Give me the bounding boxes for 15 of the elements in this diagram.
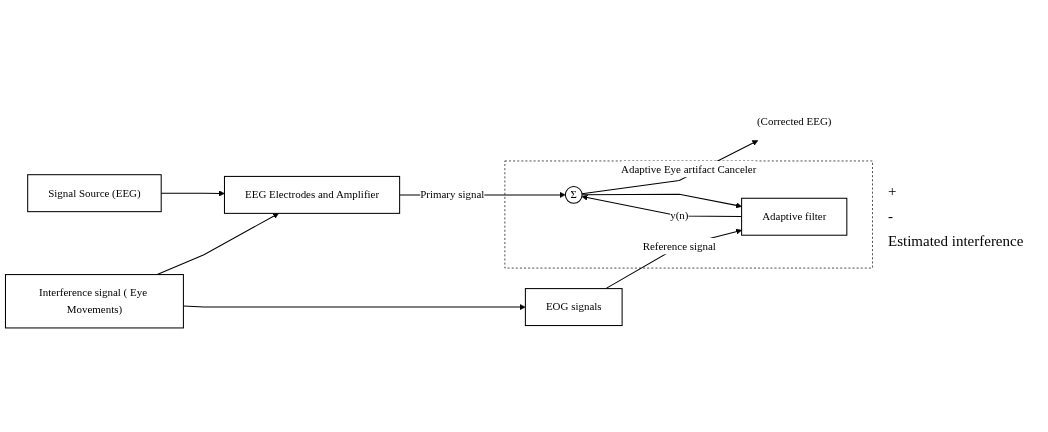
node-box: Signal Source (EEG) [27, 174, 162, 213]
node-box: Interference signal ( Eye Movements) [4, 274, 184, 329]
node-box: Adaptive filter [741, 198, 848, 236]
arrow [156, 213, 279, 276]
arrow [605, 228, 742, 290]
note-text: Estimated interference [888, 232, 1025, 250]
note-text: + [888, 182, 898, 200]
edge-label: Primary signal [420, 189, 485, 201]
node-box: EOG signals [524, 288, 623, 327]
node-circle: Σ [564, 186, 583, 204]
edge-label: y(n) [670, 210, 689, 222]
node-text: (Corrected EEG) [756, 116, 832, 128]
edge-label: Reference signal [642, 240, 716, 252]
note-text: - [888, 207, 894, 225]
node-box: EEG Electrodes and Amplifier [223, 176, 401, 215]
